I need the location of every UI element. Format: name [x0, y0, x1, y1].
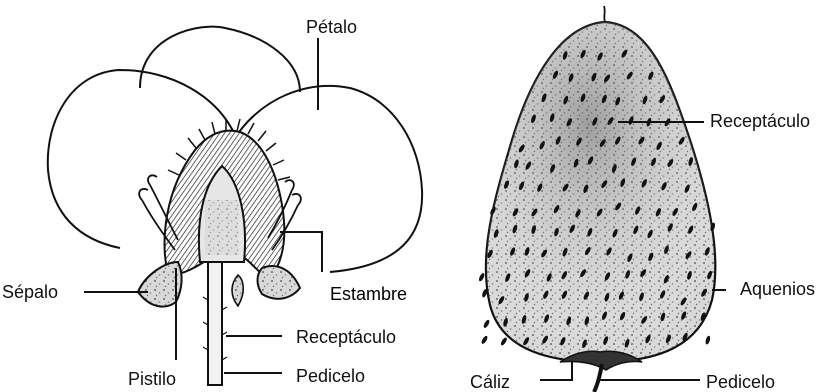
label-flower-receptacle: Receptáculo [296, 327, 396, 347]
label-pistil: Pistilo [128, 369, 176, 389]
strawberry-tip [604, 6, 605, 22]
receptacle-dome-shade [205, 200, 239, 255]
strawberry-shading [486, 22, 715, 362]
label-stamen: Estambre [330, 284, 407, 304]
achene-seed [481, 335, 489, 345]
strawberry-drawing [478, 6, 716, 392]
label-calyx: Cáliz [470, 372, 510, 392]
label-achenes: Aquenios [740, 279, 815, 299]
label-petal: Pétalo [306, 17, 357, 37]
strawberry-pedicel [594, 364, 602, 392]
label-fruit-receptacle: Receptáculo [710, 111, 810, 131]
achene-seed [500, 337, 508, 347]
label-flower-pedicel: Pedicelo [296, 366, 365, 386]
label-sepal: Sépalo [2, 282, 58, 302]
achene-seed [705, 335, 711, 345]
sepal-inner-right [232, 275, 243, 306]
achene-seed [478, 272, 486, 282]
petal-top [140, 27, 300, 92]
sepal-right [258, 266, 301, 299]
label-fruit-pedicel: Pedicelo [706, 372, 775, 392]
flower-pedicel [208, 262, 222, 385]
achene-seed [483, 319, 491, 329]
